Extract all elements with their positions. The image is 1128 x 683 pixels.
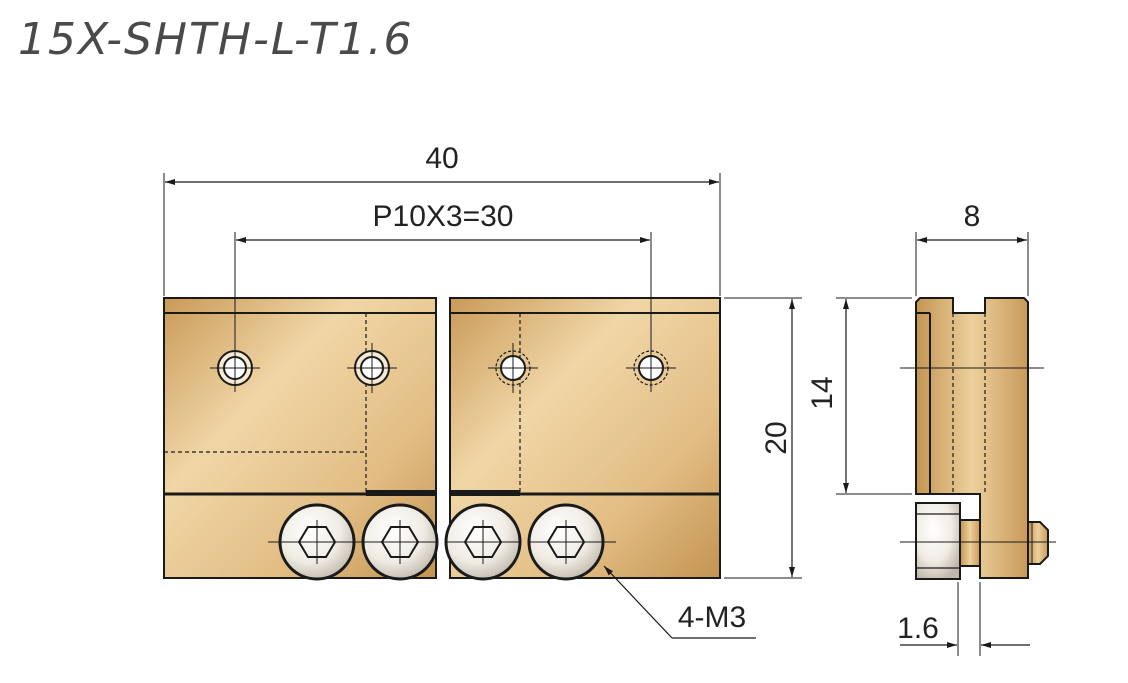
dimension-side-width: 8 <box>915 200 1029 296</box>
hole-3 <box>488 343 538 393</box>
screw-1 <box>268 503 366 581</box>
dim-height-upper-label: 14 <box>806 376 839 409</box>
page-title: 15X-SHTH-L-T1.6 <box>18 14 414 65</box>
hole-2 <box>347 343 397 393</box>
screw-2 <box>361 503 439 581</box>
dimension-pitch: P10X3=30 <box>234 200 652 392</box>
screw-3 <box>444 503 522 581</box>
dimension-height-upper: 14 <box>806 297 912 495</box>
screw-leader: 4-M3 <box>603 565 756 639</box>
dimension-overall-width: 40 <box>163 142 721 296</box>
dim-overall-width-label: 40 <box>425 142 458 175</box>
dimension-offset: 1.6 <box>897 582 1030 656</box>
front-view <box>163 297 721 581</box>
screw-callout-label: 4-M3 <box>678 601 746 634</box>
screw-4 <box>527 503 616 581</box>
dim-offset-label: 1.6 <box>897 612 939 645</box>
side-view <box>900 297 1056 580</box>
dimension-height-total: 20 <box>724 297 802 579</box>
dim-side-width-label: 8 <box>964 200 981 233</box>
dim-pitch-label: P10X3=30 <box>373 200 514 233</box>
dim-height-total-label: 20 <box>760 421 793 454</box>
